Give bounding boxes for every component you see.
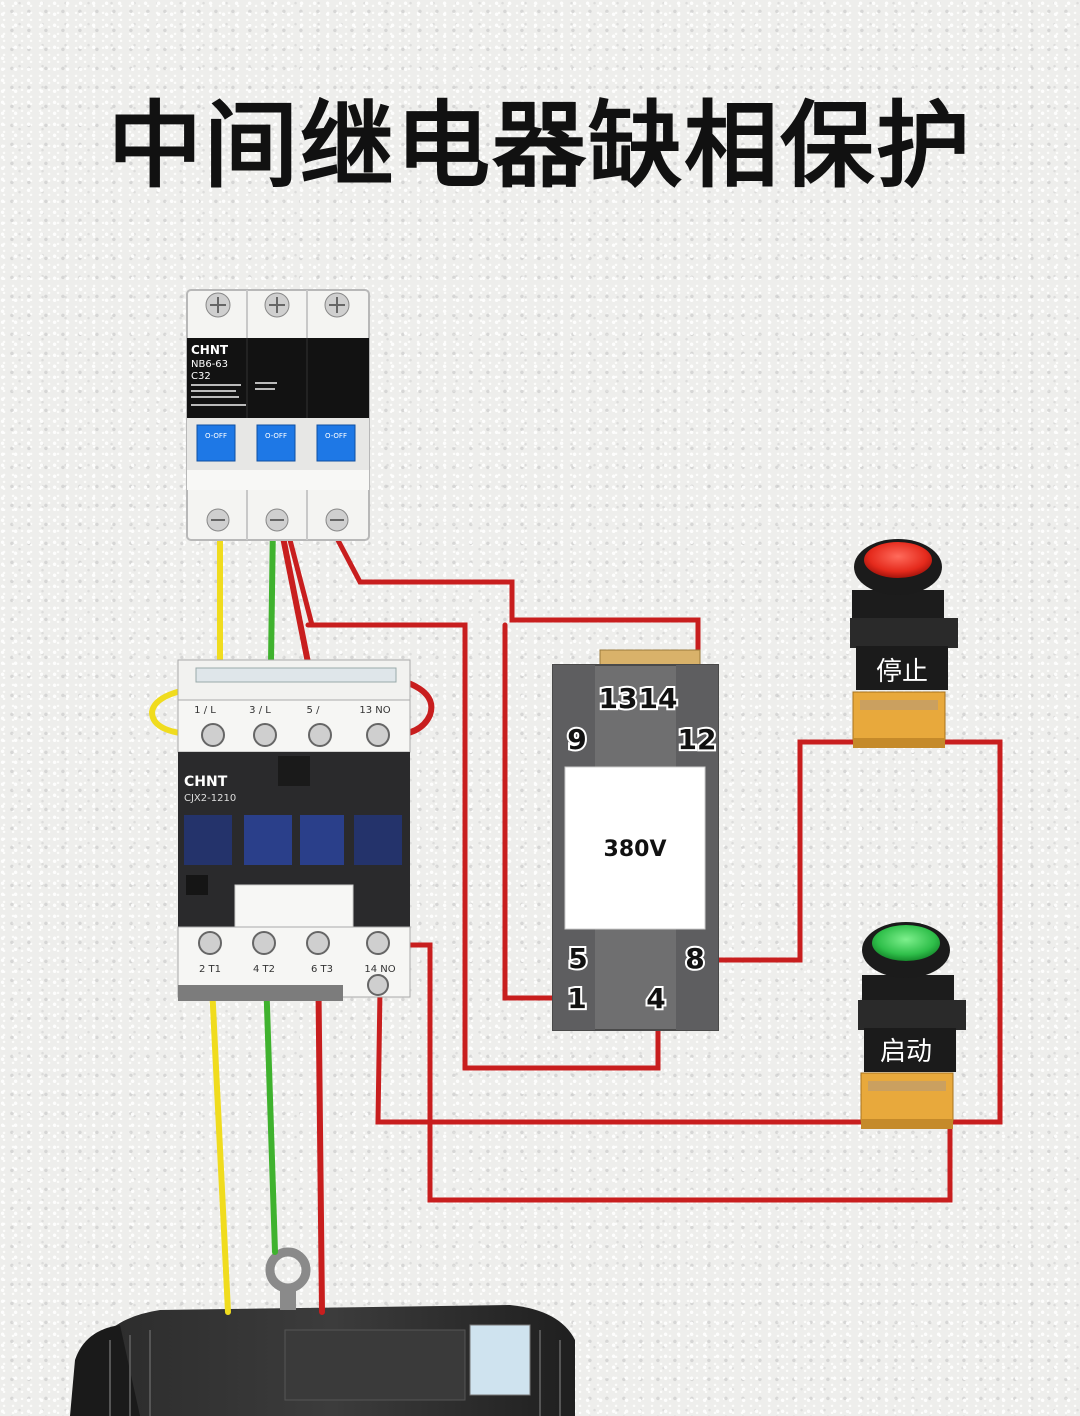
breaker-model: NB6-63 [191, 359, 228, 370]
wire-relay8-to-stop [692, 739, 863, 963]
wire-14no-to-start [377, 942, 953, 1203]
wire-to-relay-12 [327, 522, 701, 738]
relay-voltage: 380V [604, 837, 667, 862]
relay-pin-9: 9 [567, 723, 586, 756]
svg-text:O-OFF: O-OFF [265, 432, 287, 440]
contactor-terminal-5: 5 / [307, 705, 321, 716]
start-button-contact-block [860, 1072, 954, 1122]
wire-motor-w-red [315, 942, 325, 1315]
start-button[interactable]: 启动 [858, 922, 966, 1129]
contactor: 1 / L 3 / L 5 / 13 NO CHNT CJX2-1210 [177, 659, 411, 1001]
breaker-top-screws [205, 292, 350, 318]
breaker-switch-1[interactable] [196, 424, 236, 462]
breaker-rating: C32 [191, 371, 211, 382]
wire-14no-to-start-2 [375, 987, 865, 1125]
motor-nameplate [284, 1329, 466, 1401]
circuit-breaker: CHNT NB6-63 C32 O-OFF O-OFF O-OFF [186, 289, 370, 541]
wire-to-relay-4 [287, 537, 661, 1071]
relay-pin-1: 1 [567, 982, 586, 1015]
relay-pin-8: 8 [685, 942, 704, 975]
contactor-terminal-14no: 14 NO [364, 964, 395, 975]
relay-pin-12: 12 [678, 723, 717, 756]
relay-pin-5: 5 [568, 942, 587, 975]
contactor-terminal-3: 3 / L [249, 705, 271, 716]
contactor-brand: CHNT [184, 774, 228, 790]
breaker-switch-3[interactable] [316, 424, 356, 462]
contactor-model: CJX2-1210 [184, 793, 236, 804]
wire-motor-u-yellow [207, 942, 231, 1315]
contactor-terminal-1: 1 / L [194, 705, 216, 716]
contactor-terminal-t1: 2 T1 [199, 964, 221, 975]
wire-to-relay-1 [502, 622, 578, 1001]
wire-stop-to-start [942, 739, 1003, 1125]
contactor-top-screws [201, 723, 390, 747]
svg-text:O-OFF: O-OFF [205, 432, 227, 440]
contactor-bottom-screws [198, 931, 390, 996]
motor [70, 1247, 575, 1416]
stop-button-cap[interactable] [864, 542, 932, 578]
stop-button[interactable]: 停止 [850, 539, 958, 748]
svg-text:O-OFF: O-OFF [325, 432, 347, 440]
contactor-terminal-t2: 4 T2 [253, 964, 275, 975]
start-button-label: 启动 [880, 1037, 932, 1067]
relay-pin-13: 13 [599, 682, 638, 715]
relay-coil-label [564, 766, 706, 930]
contactor-terminal-13no: 13 NO [359, 705, 390, 716]
page-title: 中间继电器缺相保护 [107, 92, 972, 201]
stop-button-label: 停止 [876, 657, 928, 687]
breaker-bottom-screws [206, 508, 349, 532]
intermediate-relay: 380V 13 14 9 12 5 8 1 4 [552, 649, 719, 1031]
relay-pin-14: 14 [639, 682, 678, 715]
breaker-switches: O-OFF O-OFF O-OFF [196, 424, 356, 462]
motor-label-sticker [469, 1324, 531, 1396]
breaker-brand: CHNT [191, 343, 229, 357]
breaker-switch-2[interactable] [256, 424, 296, 462]
stop-button-contact-block [852, 691, 946, 741]
lifting-eye-icon [265, 1247, 311, 1293]
start-button-cap[interactable] [872, 925, 940, 961]
relay-pin-4: 4 [646, 982, 665, 1015]
contactor-terminal-t3: 6 T3 [311, 964, 333, 975]
